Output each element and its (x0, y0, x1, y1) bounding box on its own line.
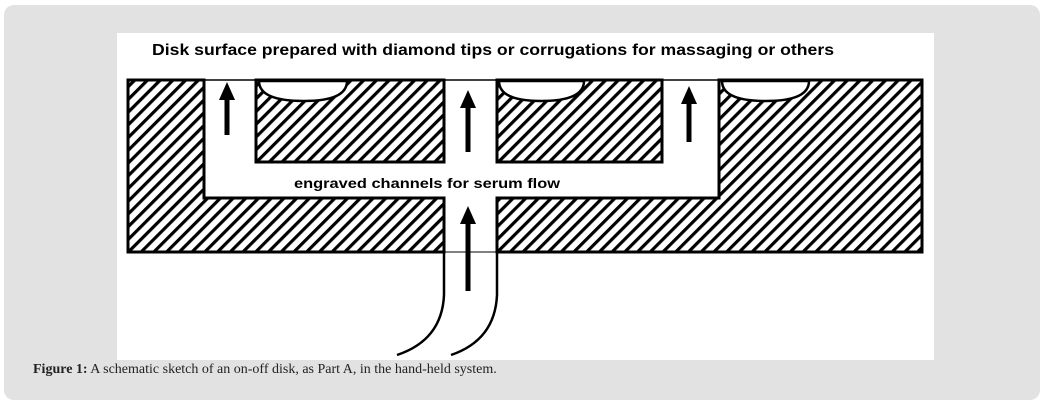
caption-label: Figure 1: (33, 362, 88, 377)
inlet-tube-wall (396, 252, 446, 357)
surface-dimple (720, 79, 811, 103)
flow-arrow-icon (219, 82, 235, 135)
caption-text: A schematic sketch of an on-off disk, as… (87, 362, 497, 377)
channel-label: engraved channels for serum flow (294, 175, 560, 191)
flow-arrow-icon (460, 90, 476, 152)
flow-arrow-icon (460, 206, 476, 291)
diagram-title: Disk surface prepared with diamond tips … (152, 42, 834, 59)
figure-caption: Figure 1: A schematic sketch of an on-of… (33, 362, 497, 378)
surface-dimple (497, 79, 586, 103)
flow-arrow-icon (681, 86, 697, 142)
disk-schematic: Disk surface prepared with diamond tips … (117, 33, 934, 360)
schematic-drawing: Disk surface prepared with diamond tips … (126, 42, 924, 357)
figure-panel: Disk surface prepared with diamond tips … (4, 5, 1040, 400)
inlet-tube-wall (450, 252, 499, 357)
surface-dimple (257, 79, 349, 103)
